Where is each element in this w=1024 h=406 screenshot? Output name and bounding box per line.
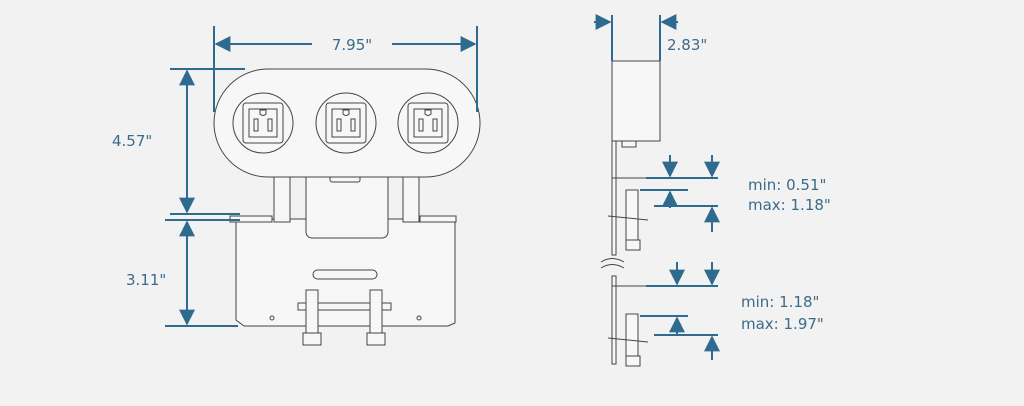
- upper-height-label: 4.57": [112, 132, 152, 150]
- clamp-assembly-upper: min: 0.51" max: 1.18": [607, 140, 831, 256]
- right-support: [402, 169, 420, 223]
- depth-label: 2.83": [667, 36, 707, 54]
- right-flange: [419, 215, 457, 223]
- screw-hole-left: [269, 315, 275, 321]
- slot: [312, 269, 378, 280]
- width-label: 7.95": [332, 36, 372, 54]
- clamp-upper-max-label: max: 1.18": [748, 196, 831, 214]
- outlet-center: [315, 92, 377, 154]
- side-view: 2.83" min: 0.51" max: 1.18": [594, 14, 831, 367]
- clamp-upper-min-label: min: 0.51": [748, 176, 826, 194]
- break-symbol: [600, 258, 625, 269]
- lower-height-label: 3.11": [126, 271, 166, 289]
- upper-height-dimension: 4.57": [112, 68, 245, 215]
- clamp-knob-left: [302, 332, 322, 346]
- lower-height-dimension: 3.11": [126, 219, 240, 327]
- left-support: [273, 169, 291, 223]
- clamp-lower-max-label: max: 1.97": [741, 315, 824, 333]
- width-dimension: 7.95": [213, 26, 478, 112]
- clamp-knob-right: [366, 332, 386, 346]
- side-housing: [611, 60, 661, 142]
- front-view: 7.95" 4.57" 3.11": [112, 26, 481, 346]
- outlet-left: [232, 92, 294, 154]
- clamp-lower-min-label: min: 1.18": [741, 293, 819, 311]
- side-tab: [621, 140, 637, 148]
- clamp-bar: [297, 302, 392, 311]
- clamp-assembly-lower: min: 1.18" max: 1.97": [607, 262, 824, 367]
- screw-hole-right: [416, 315, 422, 321]
- outlet-right: [397, 92, 459, 154]
